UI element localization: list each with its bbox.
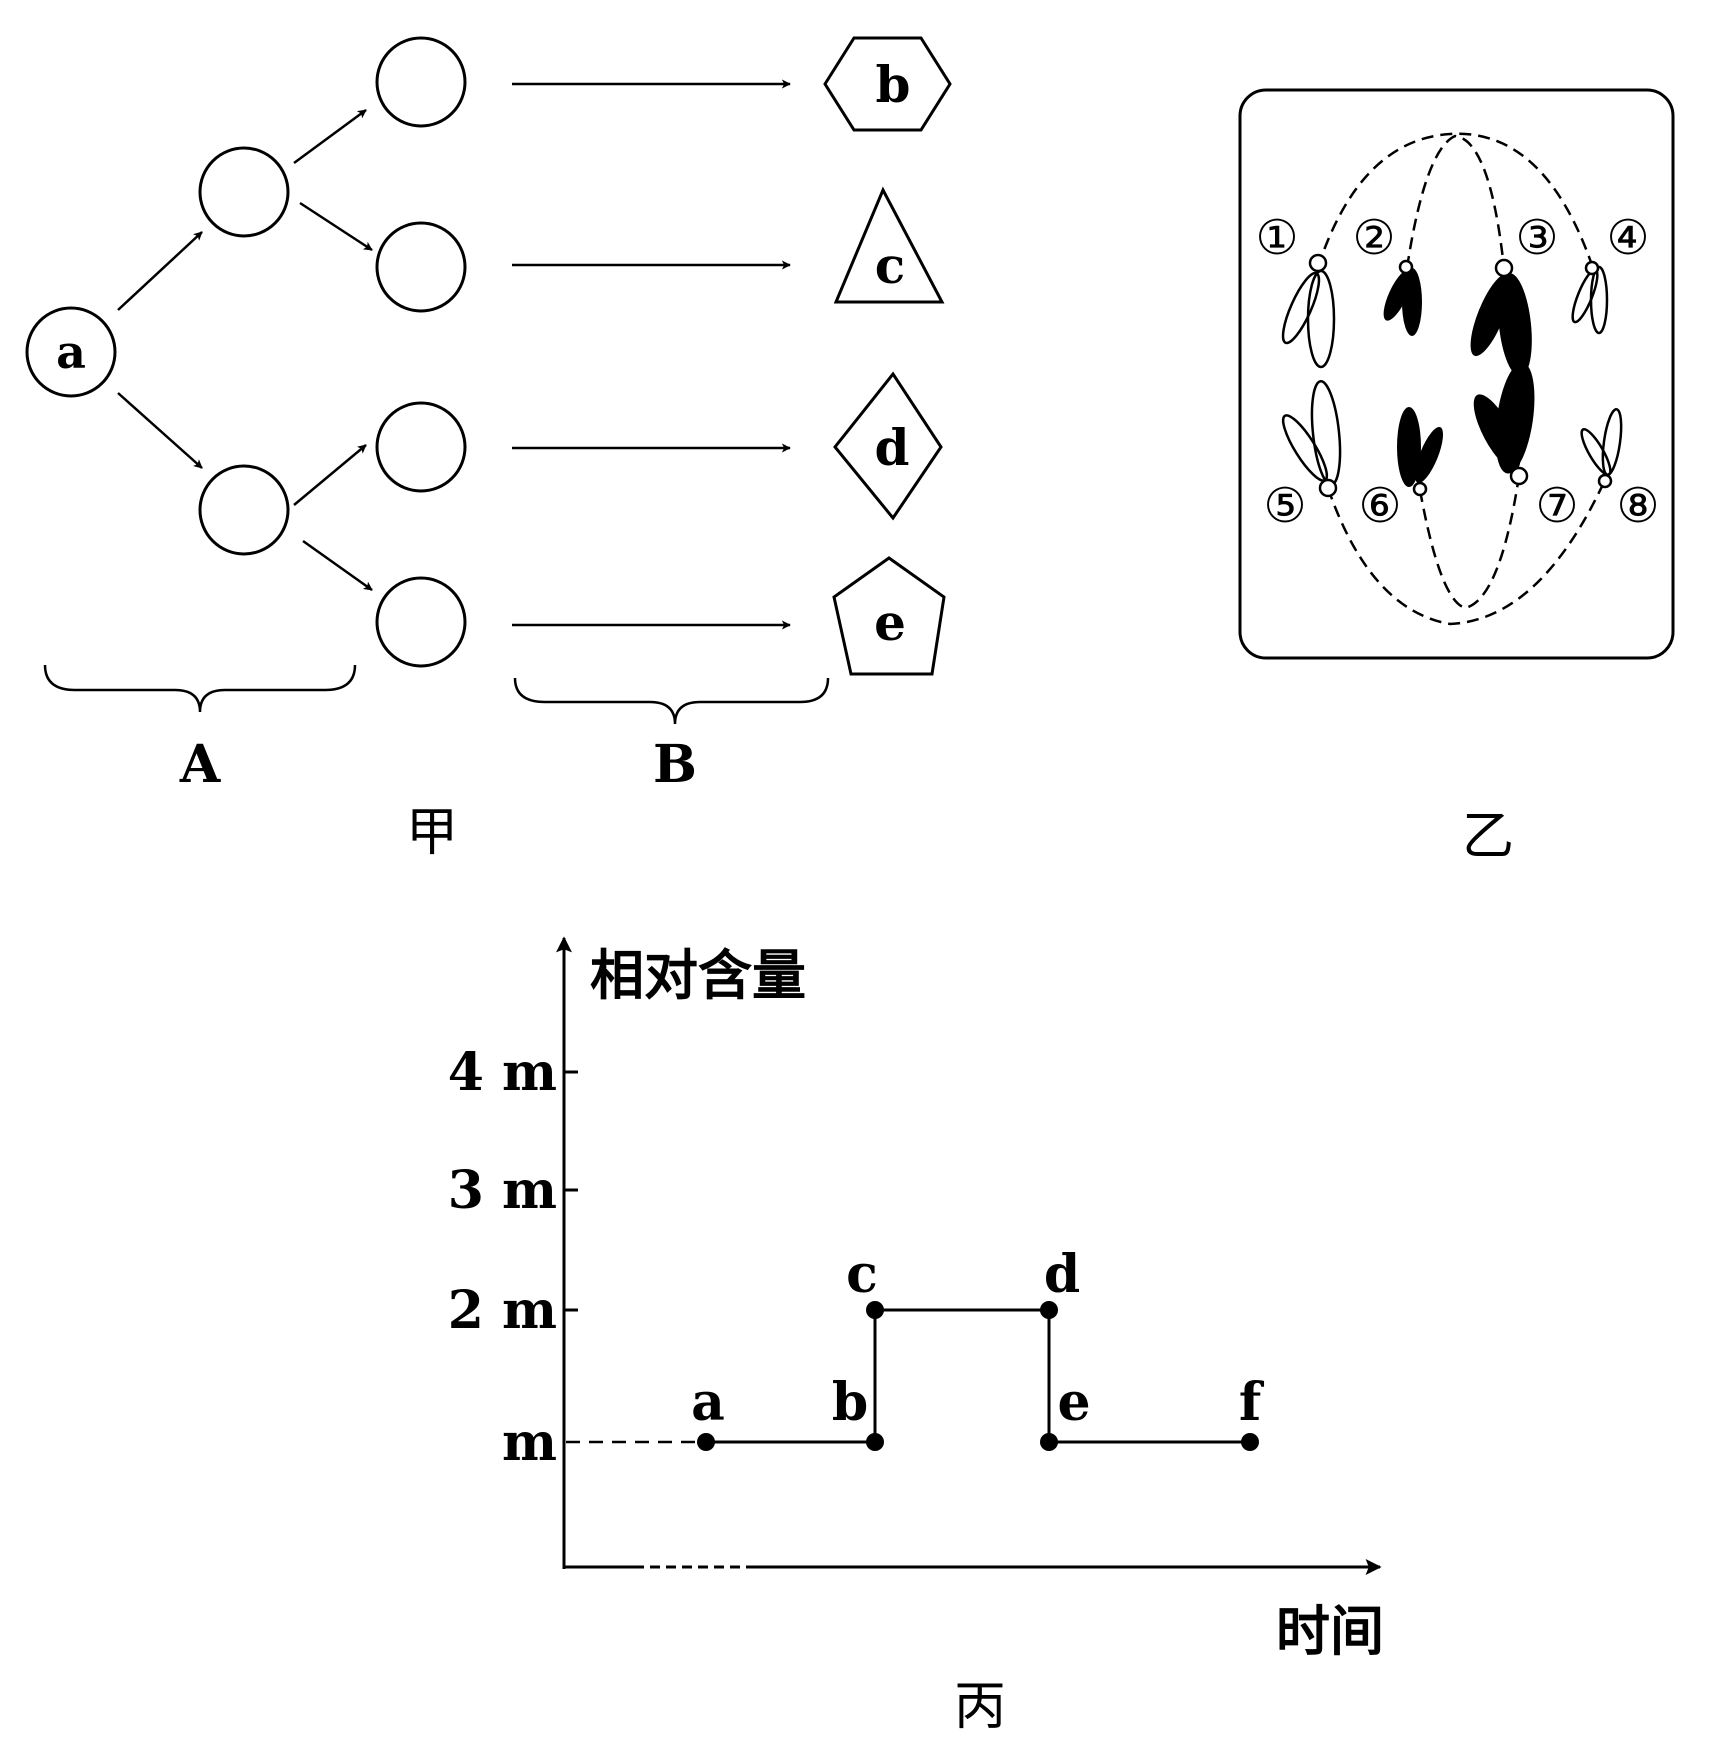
division-arrow (117, 392, 203, 469)
chromosome-3 (1470, 258, 1532, 377)
data-point-a (697, 1433, 715, 1451)
chromosome-8 (1580, 408, 1623, 489)
chromosome-label-8: ⑧ (1616, 478, 1659, 534)
division-arrow (299, 201, 373, 252)
division-arrow (293, 108, 367, 165)
point-label-f: f (1239, 1372, 1265, 1433)
point-label-a: a (691, 1372, 725, 1433)
rhombus-cell (833, 371, 943, 521)
root-cell (25, 306, 117, 398)
y-tick-label-m: m (502, 1412, 557, 1473)
panel-bing: 相对含量 时间 4 m 3 m 2 m m a b c d e f 丙 (448, 936, 1384, 1737)
panel-caption-jia: 甲 (406, 803, 458, 863)
spindle-outer (1316, 132, 1595, 269)
panel-caption-yi: 乙 (1462, 807, 1514, 867)
panel-jia: a b c d e A B 甲 (25, 36, 952, 863)
chromosome-2 (1383, 259, 1422, 336)
panel-yi: ① ② ③ ④ ⑤ ⑥ ⑦ ⑧ 乙 (1238, 88, 1675, 867)
point-label-e: e (1057, 1372, 1090, 1433)
granddaughter-cell (375, 401, 467, 493)
granddaughter-cell (375, 576, 467, 668)
brace-A (43, 664, 357, 713)
chromosome-label-2: ② (1352, 210, 1395, 266)
granddaughter-cell (375, 36, 467, 128)
cell-outline (1238, 88, 1675, 660)
content-line (706, 1308, 1250, 1444)
root-cell-label: a (56, 325, 86, 379)
result-label-b: b (876, 55, 911, 114)
chromosome-label-3: ③ (1515, 210, 1558, 266)
y-tick-label-3m: 3 m (448, 1160, 557, 1221)
point-label-c: c (846, 1244, 878, 1305)
chromosome-label-4: ④ (1606, 210, 1649, 266)
point-label-b: b (832, 1372, 868, 1433)
brace-B (513, 677, 830, 725)
data-point-d (1040, 1301, 1058, 1319)
result-label-d: d (875, 418, 910, 477)
chromosome-1 (1281, 253, 1336, 369)
chromosome-label-6: ⑥ (1358, 478, 1401, 534)
division-arrow (302, 539, 373, 592)
chromosome-5 (1281, 380, 1342, 498)
panel-caption-bing: 丙 (954, 1677, 1006, 1737)
triangle-cell (833, 186, 945, 304)
granddaughter-cell (375, 221, 467, 313)
chromosome-label-1: ① (1255, 210, 1298, 266)
spindle-outer (1326, 479, 1607, 626)
chromosome-7 (1473, 362, 1535, 486)
chromosome-label-7: ⑦ (1535, 478, 1578, 534)
data-point-b (866, 1433, 884, 1451)
daughter-cell (198, 146, 290, 238)
daughter-cell (198, 464, 290, 556)
chromosome-4 (1571, 260, 1609, 335)
chromosome-label-5: ⑤ (1263, 478, 1306, 534)
chromosome-6 (1397, 407, 1443, 497)
y-tick-label-2m: 2 m (448, 1280, 557, 1341)
data-point-e (1040, 1433, 1058, 1451)
data-point-c (866, 1301, 884, 1319)
y-tick-label-4m: 4 m (448, 1042, 557, 1103)
y-axis-label: 相对含量 (590, 943, 806, 1007)
hexagon-cell (823, 36, 952, 132)
brace-label-A: A (179, 734, 221, 795)
division-arrow (293, 444, 367, 506)
x-axis-label: 时间 (1276, 1599, 1384, 1663)
spindle-inner (1405, 134, 1506, 269)
spindle-inner (1418, 475, 1521, 610)
data-point-f (1241, 1433, 1259, 1451)
result-label-c: c (875, 236, 905, 295)
division-arrow (117, 231, 203, 311)
pentagon-cell (832, 556, 946, 676)
brace-label-B: B (653, 734, 697, 795)
result-label-e: e (874, 593, 906, 652)
point-label-d: d (1044, 1244, 1080, 1305)
